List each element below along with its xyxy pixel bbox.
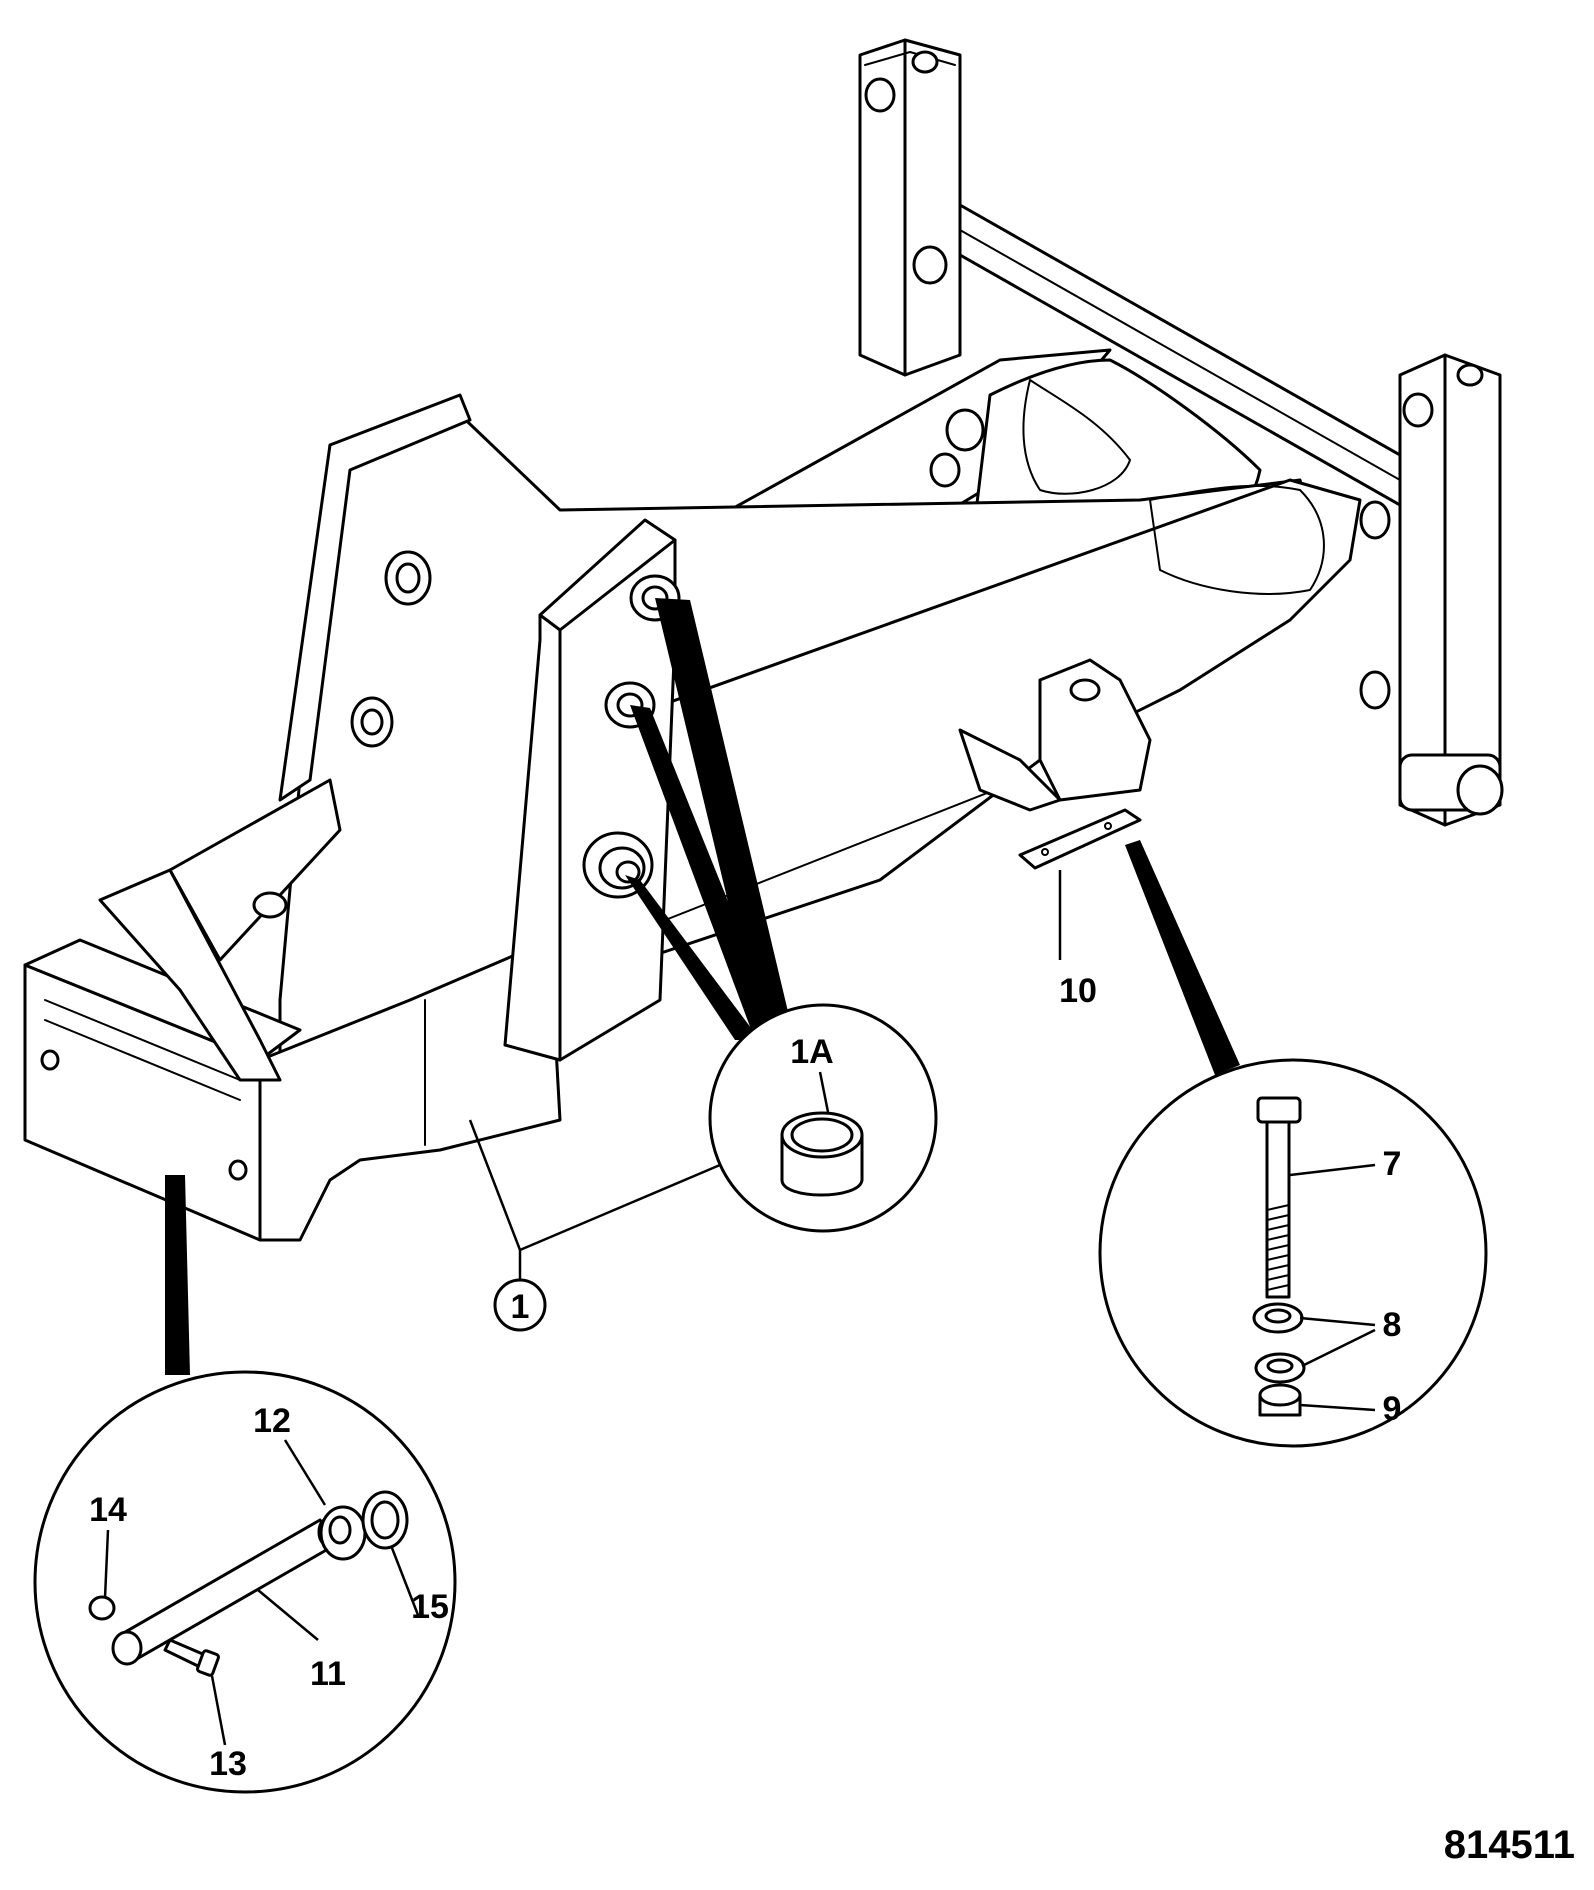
nut-part (1258, 1383, 1302, 1417)
callout-1: 1 (511, 1288, 530, 1326)
front-skirt (258, 938, 562, 1242)
bolt-detail-leader (1125, 840, 1240, 1075)
bush-leader-wedge-2 (630, 705, 780, 1040)
detail-pin-circle (33, 1370, 457, 1794)
callout-13: 13 (209, 1745, 247, 1783)
figure-number: 814511 (1444, 1823, 1575, 1867)
front-cradle (98, 778, 342, 1082)
detail-bolt-circle (1098, 1058, 1488, 1448)
callout-1a: 1A (790, 1033, 833, 1071)
callout-10: 10 (1059, 972, 1097, 1010)
right-mount-bracket (958, 658, 1152, 812)
callout-11: 11 (310, 1655, 346, 1693)
washer-upper (1252, 1302, 1304, 1334)
bush-part (780, 1111, 864, 1197)
large-washer-part (361, 1490, 409, 1550)
callout-14: 14 (89, 1491, 127, 1529)
callout-9: 9 (1383, 1390, 1402, 1428)
small-nut-part (88, 1595, 116, 1621)
rear-right-post (1359, 353, 1504, 827)
callout-7: 7 (1383, 1145, 1402, 1183)
callout-12: 12 (253, 1402, 291, 1440)
main-frame-callout: 1 (493, 1278, 547, 1332)
callout-15: 15 (411, 1588, 449, 1626)
bush-leader-wedge-3 (625, 875, 760, 1040)
leader-lines (165, 598, 1240, 1375)
rear-cross-beam (958, 203, 1402, 507)
center-tower (503, 518, 677, 1062)
bolt-part (1256, 1096, 1302, 1299)
chassis-frame (23, 38, 1504, 1242)
pin-detail-leader (165, 1175, 190, 1375)
shim-plate (1018, 808, 1142, 870)
spacer-part (319, 1505, 367, 1561)
callout-8: 8 (1383, 1306, 1402, 1344)
detail-bush-circle (708, 1003, 938, 1233)
front-left-bracket (278, 393, 472, 802)
rear-left-post (858, 38, 962, 377)
washer-lower (1254, 1352, 1306, 1384)
screw-part (163, 1638, 220, 1677)
bush-leader-wedge (655, 598, 790, 1035)
